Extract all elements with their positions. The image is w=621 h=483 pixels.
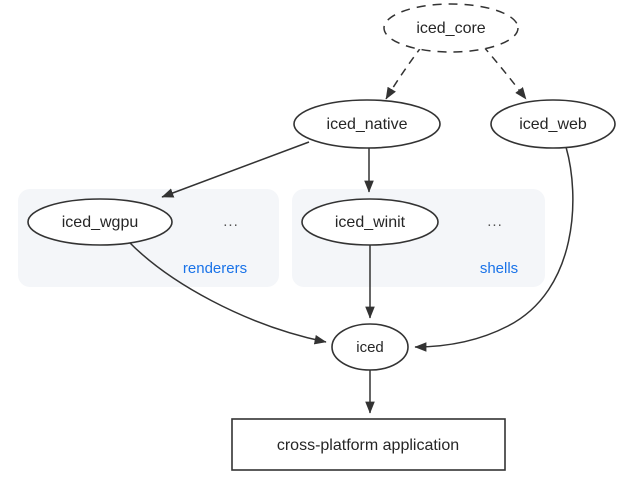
node-iced_winit-label: iced_winit: [335, 214, 406, 231]
edge-iced_core-to-iced_native: [385, 45, 423, 100]
edge-iced_web-to-iced: [414, 146, 574, 352]
edge-iced_native-to-iced_wgpu: [161, 141, 310, 198]
node-iced_wgpu-shape[interactable]: [27, 198, 173, 246]
edges-layer: [127, 45, 574, 414]
node-iced[interactable]: iced: [331, 323, 409, 371]
node-iced_web-shape[interactable]: [490, 99, 616, 149]
node-iced_native-label: iced_native: [327, 116, 408, 133]
node-iced_winit-shape[interactable]: [301, 198, 439, 246]
node-application[interactable]: cross-platform application: [231, 418, 506, 471]
edge-iced_wgpu-to-iced: [127, 240, 327, 345]
cluster-renderers-ellipsis: ...: [223, 213, 239, 230]
node-iced_web-label: iced_web: [519, 116, 587, 133]
node-iced_core-label: iced_core: [416, 20, 485, 37]
node-iced_core-shape[interactable]: [383, 3, 519, 53]
edge-iced_core-to-iced_web: [482, 45, 527, 100]
node-iced_wgpu-label: iced_wgpu: [62, 214, 139, 231]
node-application-label: cross-platform application: [277, 437, 459, 454]
cluster-shells-label: shells: [480, 260, 518, 277]
node-iced_native-shape[interactable]: [293, 99, 441, 149]
node-iced_web[interactable]: iced_web: [490, 99, 616, 149]
node-iced_winit[interactable]: iced_winit: [301, 198, 439, 246]
node-iced-shape[interactable]: [331, 323, 409, 371]
cluster-shells-ellipsis: ...: [487, 213, 503, 230]
cluster-renderers-label: renderers: [183, 260, 247, 277]
node-iced_core[interactable]: iced_core: [383, 3, 519, 53]
node-application-shape[interactable]: [231, 418, 506, 471]
node-iced_wgpu[interactable]: iced_wgpu: [27, 198, 173, 246]
node-iced_native[interactable]: iced_native: [293, 99, 441, 149]
node-iced-label: iced: [356, 339, 384, 356]
